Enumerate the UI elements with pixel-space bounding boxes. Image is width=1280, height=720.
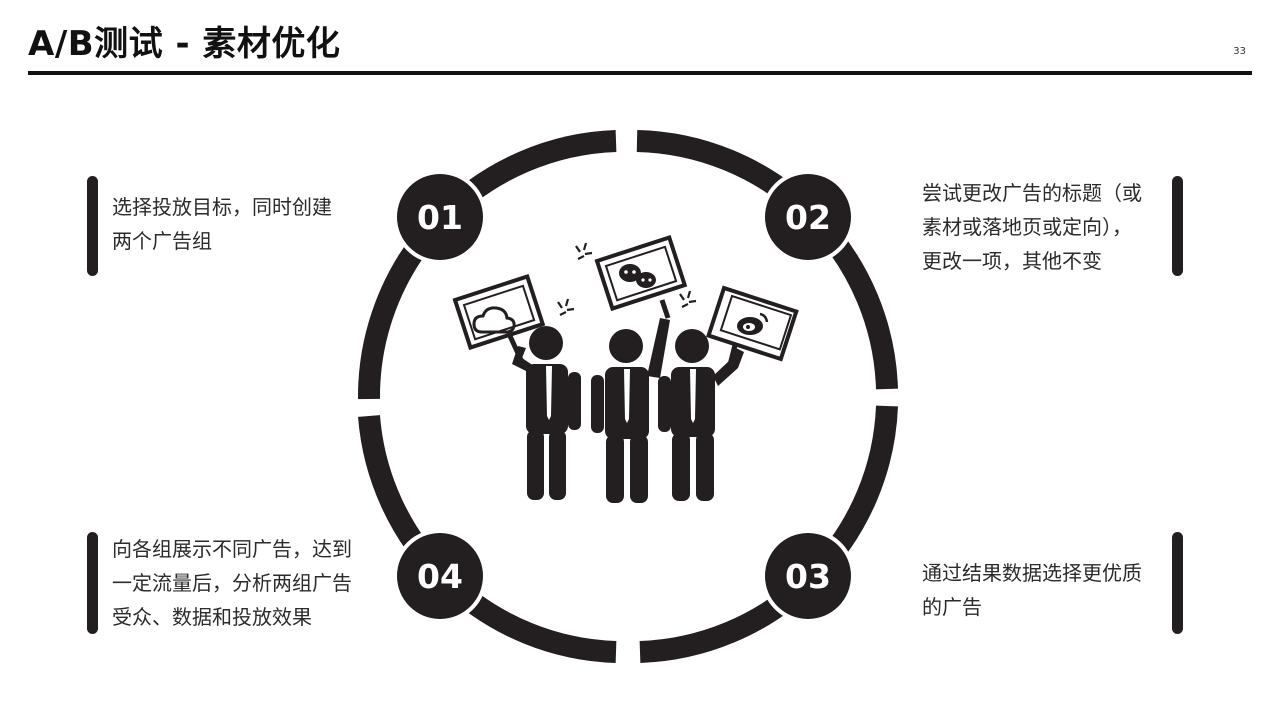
step-02-line-3: 更改一项，其他不变 — [922, 249, 1102, 273]
step-number-02: 02 — [785, 198, 831, 237]
step-badge-01: 01 — [393, 170, 487, 264]
step-01-line-1: 选择投放目标，同时创建 — [112, 195, 332, 219]
person-middle — [591, 318, 670, 503]
ring-segment-bottom-left — [358, 415, 617, 663]
step-02-line-2: 素材或落地页或定向）， — [922, 215, 1132, 239]
step-number-03: 03 — [785, 557, 831, 596]
step-03-line-2: 的广告 — [922, 595, 982, 619]
step-04-description: 向各组展示不同广告，达到 一定流量后，分析两组广告 受众、数据和投放效果 — [112, 532, 372, 634]
person-right — [658, 329, 744, 501]
step-02-description: 尝试更改广告的标题（或 素材或落地页或定向）， 更改一项，其他不变 — [922, 176, 1167, 278]
step-02-line-1: 尝试更改广告的标题（或 — [922, 181, 1142, 205]
step-01-description: 选择投放目标，同时创建 两个广告组 — [112, 190, 372, 258]
title-divider — [28, 71, 1252, 75]
step-number-01: 01 — [417, 198, 463, 237]
cloud-icon — [452, 273, 546, 364]
step-badge-03: 03 — [761, 529, 855, 623]
step-02-accent-bar — [1172, 176, 1183, 276]
step-04-line-3: 受众、数据和投放效果 — [112, 605, 312, 629]
wechat-icon — [594, 234, 688, 319]
protest-people-with-signs-icon — [452, 234, 799, 503]
slide-title: A/B测试 - 素材优化 — [28, 24, 341, 64]
step-03-accent-bar — [1172, 532, 1183, 634]
step-04-line-2: 一定流量后，分析两组广告 — [112, 571, 352, 595]
step-03-line-1: 通过结果数据选择更优质 — [922, 561, 1142, 585]
step-01-accent-bar — [87, 176, 98, 276]
page-number: 33 — [1233, 46, 1246, 57]
person-left — [512, 326, 581, 500]
step-badge-04: 04 — [393, 529, 487, 623]
step-number-04: 04 — [417, 557, 463, 596]
ring-segment-top-left — [357, 130, 617, 400]
step-01-line-2: 两个广告组 — [112, 229, 212, 253]
step-badge-02: 02 — [761, 170, 855, 264]
step-03-description: 通过结果数据选择更优质 的广告 — [922, 556, 1167, 624]
step-04-line-1: 向各组展示不同广告，达到 — [112, 537, 352, 561]
weibo-icon — [706, 285, 799, 366]
step-04-accent-bar — [87, 532, 98, 634]
